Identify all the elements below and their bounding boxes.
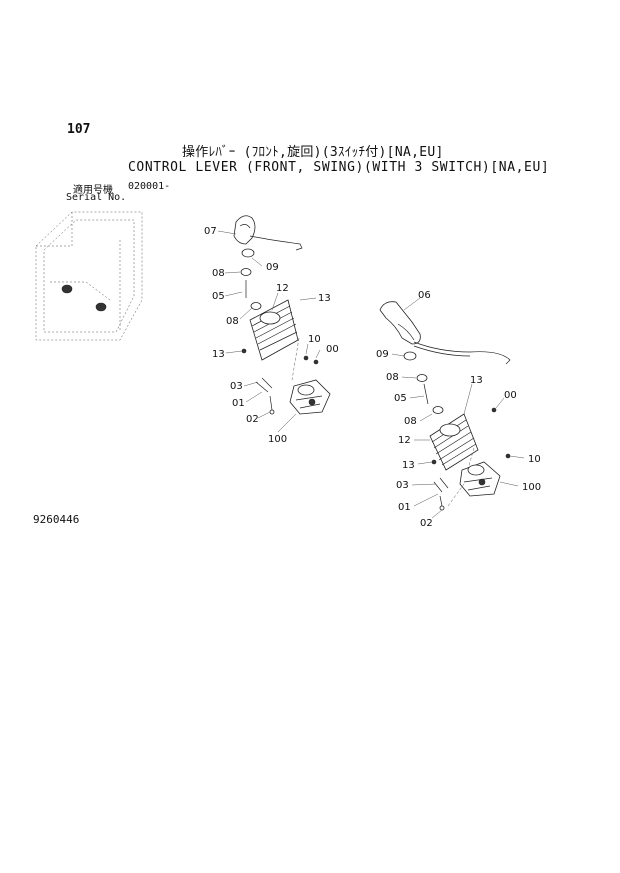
left-callout-05: 05 [212,291,225,302]
right-callout-06: 06 [418,290,431,301]
left-callout-08: 08 [212,268,225,279]
left-part-08b [250,302,262,310]
left-part-13b [241,348,247,354]
left-part-10 [303,355,309,361]
left-grip [233,215,256,245]
right-callout-08: 08 [386,372,399,383]
left-callout-13a: 13 [318,293,331,304]
left-callout-13b: 13 [212,349,225,360]
right-lever-marker [95,302,107,312]
left-part-09 [241,248,255,258]
left-callout-08b: 08 [226,316,239,327]
right-callout-09: 09 [376,349,389,360]
left-callout-12: 12 [276,283,289,294]
left-lever-assembly: 07 09 08 05 12 13 08 13 10 00 03 01 02 1… [204,215,339,445]
title-japanese: 操作ﾚﾊﾞｰ (ﾌﾛﾝﾄ,旋回)(3ｽｲｯﾁ付)[NA,EU] [182,145,444,160]
right-pilot-valve [459,461,501,497]
right-grip [379,301,421,345]
serial-label-japanese: 適用号機 [73,185,113,196]
left-callout-10: 10 [308,334,321,345]
right-callout-00: 00 [504,390,517,401]
right-part-10 [505,453,511,459]
left-callout-09: 09 [266,262,279,273]
left-callout-00: 00 [326,344,339,355]
page-number: 107 [67,122,91,137]
right-callout-01: 01 [398,502,411,513]
right-callout-12: 12 [398,435,411,446]
left-callout-01: 01 [232,398,245,409]
left-callout-03: 03 [230,381,243,392]
right-boot [429,413,479,471]
left-part-00 [313,359,319,365]
title-english: CONTROL LEVER (FRONT, SWING)(WITH 3 SWIT… [128,160,550,175]
serial-number-value: 020001- [128,181,171,192]
left-boot [249,299,299,361]
left-lever-marker [61,284,73,294]
right-callout-03: 03 [396,480,409,491]
cab-location-thumbnail [35,211,143,341]
right-callout-02: 02 [420,518,433,529]
right-part-08b [432,406,444,414]
right-callout-100: 100 [522,482,541,493]
right-part-13b [431,459,437,465]
left-callout-02: 02 [246,414,259,425]
left-part-08 [240,268,252,276]
right-callout-05: 05 [394,393,407,404]
serial-label-english: Serial No. [66,192,127,203]
right-part-00 [491,407,497,413]
right-callout-13b: 13 [402,460,415,471]
figure-number: 9260446 [33,513,80,526]
right-callout-10: 10 [528,454,541,465]
right-part-08 [416,374,428,382]
left-callout-100: 100 [268,434,287,445]
left-pilot-valve [289,379,331,415]
right-lever-assembly: 06 09 08 13 05 00 08 12 13 10 100 03 01 … [376,290,541,529]
left-callout-07: 07 [204,226,217,237]
right-callout-08b: 08 [404,416,417,427]
right-part-09 [403,351,417,361]
right-callout-13a: 13 [470,375,483,386]
